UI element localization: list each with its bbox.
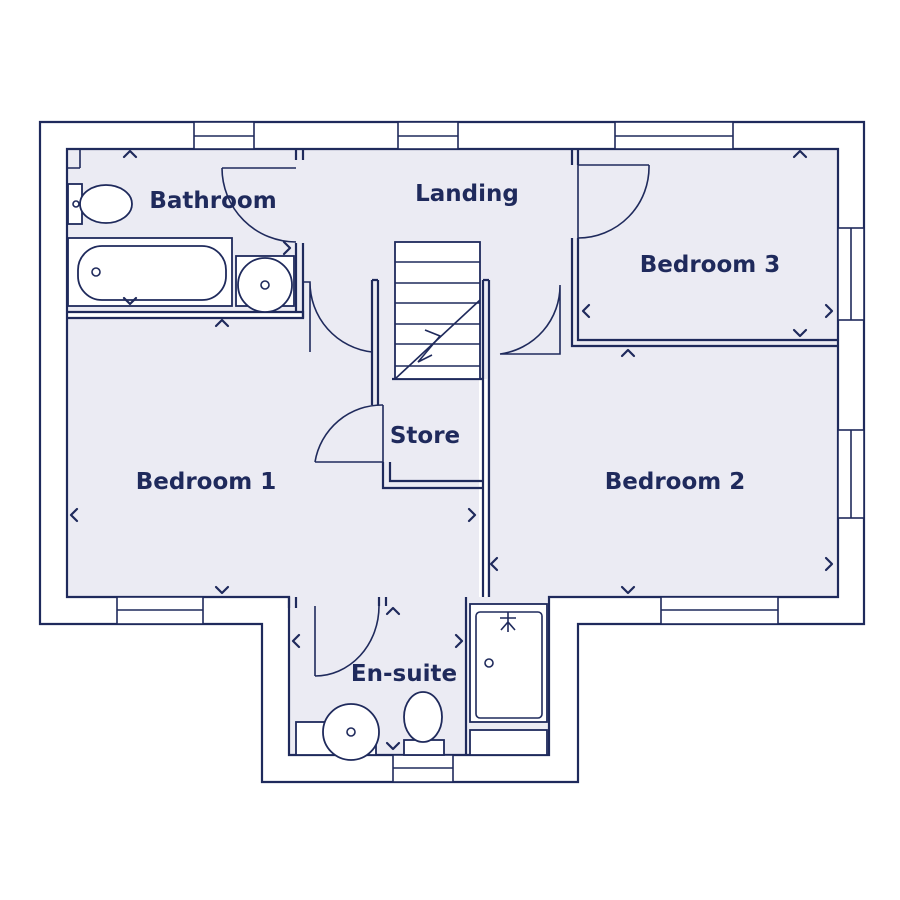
room-label-bedroom-3: Bedroom 3 <box>640 252 781 278</box>
room-label-landing: Landing <box>415 181 519 207</box>
shower-icon <box>469 603 548 756</box>
room-label-store: Store <box>390 423 460 449</box>
room-label-bedroom-2: Bedroom 2 <box>605 469 746 495</box>
bath-icon <box>67 237 233 307</box>
room-label-bathroom: Bathroom <box>149 188 276 214</box>
doors <box>221 164 650 677</box>
windows <box>116 121 865 783</box>
basin-icon <box>235 255 295 313</box>
dimension-arrow-icon <box>69 149 834 751</box>
room-label-en-suite: En-suite <box>351 661 457 687</box>
room-label-bedroom-1: Bedroom 1 <box>136 469 277 495</box>
bathroom-cabinet <box>67 149 81 169</box>
toilet-icon <box>67 183 133 225</box>
basin-icon <box>295 703 380 761</box>
stair-icon <box>394 241 481 380</box>
floor-areas <box>67 149 838 755</box>
toilet-icon <box>403 691 445 756</box>
